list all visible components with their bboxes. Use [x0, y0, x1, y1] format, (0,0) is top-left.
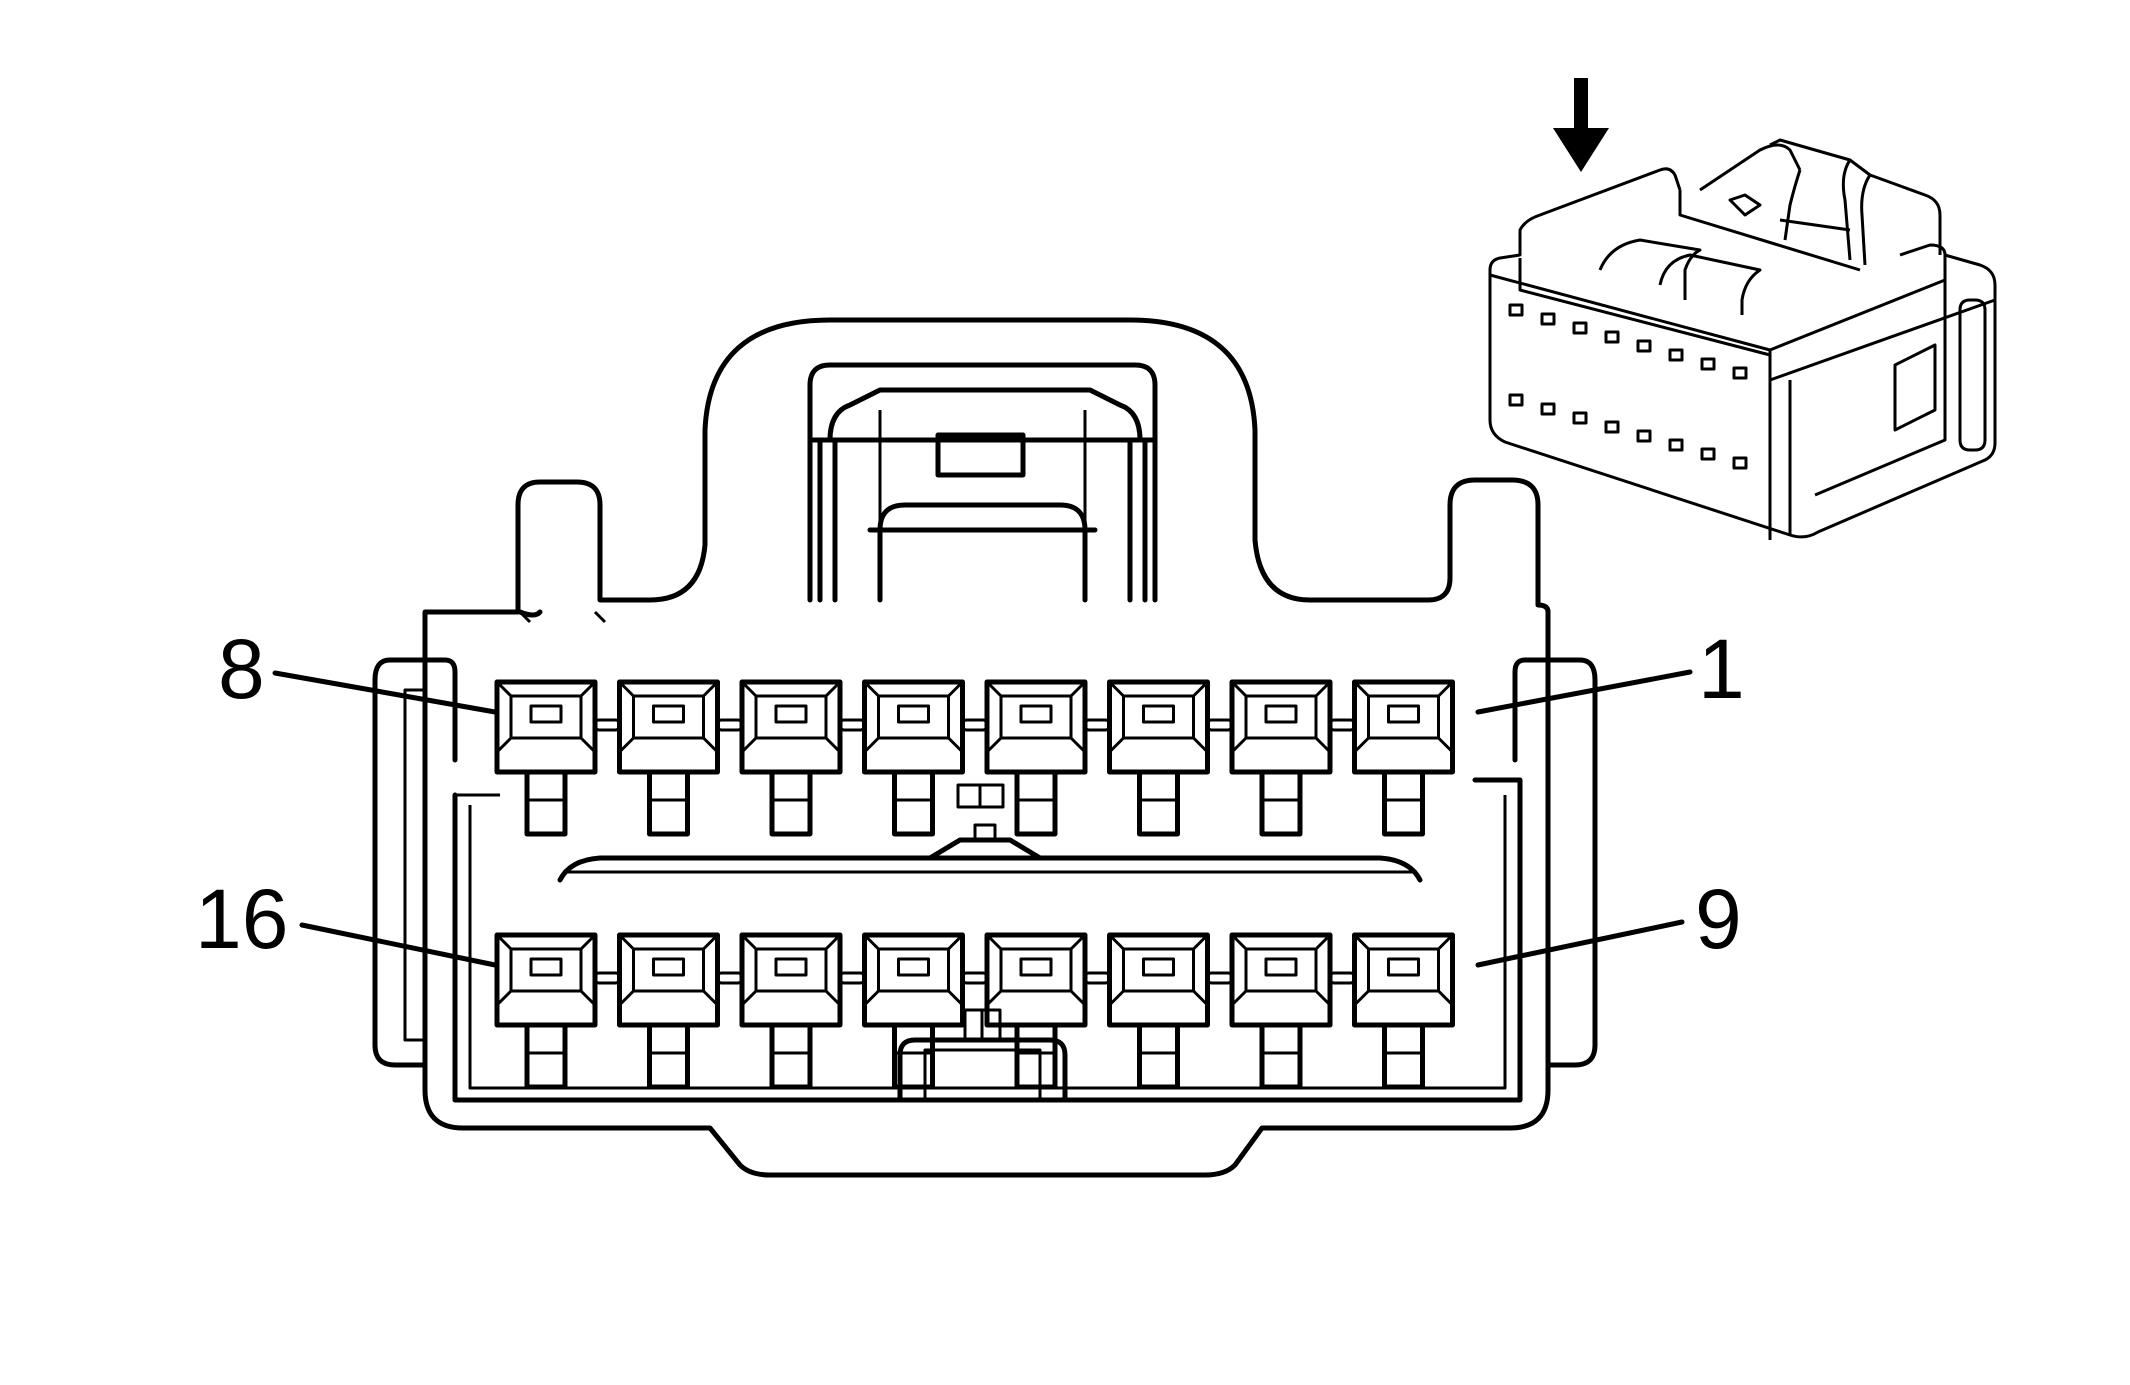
inset-cavity: [1572, 321, 1588, 335]
inner-frame: [452, 777, 1523, 1103]
cavity-pin-15: [617, 932, 744, 1090]
connector-isometric-inset: [1488, 78, 1997, 540]
cavity-pin-7: [617, 679, 744, 837]
inset-cavity: [1540, 402, 1556, 416]
row-divider: [557, 855, 1423, 883]
left-latch-ear: [372, 657, 428, 1068]
inset-cavity: [1540, 312, 1556, 326]
pin-label-1: 1: [1698, 622, 1745, 716]
inset-cavity: [1636, 339, 1652, 353]
cavity-pin-6: [739, 679, 866, 837]
cavity-pin-10: [1229, 932, 1356, 1090]
leader-line-pin-1: [1475, 669, 1693, 715]
inset-cavity: [1700, 357, 1716, 371]
inset-cavity: [1636, 429, 1652, 443]
inset-cavity: [1668, 438, 1684, 452]
cavity-pin-12: [984, 932, 1111, 1090]
pin-label-16: 16: [195, 872, 288, 966]
cavity-pin-2: [1229, 679, 1356, 837]
cavity-pin-14: [739, 932, 866, 1090]
cavity-pin-13: [862, 932, 989, 1090]
leader-line-pin-9: [1475, 919, 1685, 968]
cavity-pin-3: [1107, 679, 1234, 837]
inset-cavity: [1732, 456, 1748, 470]
inset-cavity: [1700, 447, 1716, 461]
cavity-pin-5: [862, 679, 989, 837]
cavity-pin-4: [984, 679, 1111, 837]
down-arrow-icon: [1553, 78, 1609, 172]
inset-cavity: [1508, 303, 1524, 317]
inset-cavity: [1668, 348, 1684, 362]
cavity-pin-9: [1352, 932, 1455, 1090]
cavity-pin-16: [494, 932, 621, 1090]
leader-line-pin-8: [272, 670, 498, 715]
inset-cavity: [1572, 411, 1588, 425]
cavity-pin-8: [494, 679, 621, 837]
inset-cavity: [1508, 393, 1524, 407]
leader-line-pin-16: [299, 922, 498, 968]
cavity-pin-11: [1107, 932, 1234, 1090]
inset-cavity: [1604, 330, 1620, 344]
right-latch-ear: [1545, 657, 1598, 1068]
inset-cavity: [1604, 420, 1620, 434]
cavity-pin-1: [1352, 679, 1455, 837]
inset-cavity: [1732, 366, 1748, 380]
connector-housing-outline: [422, 317, 1551, 1178]
center-latch: [807, 362, 1158, 603]
pin-label-8: 8: [218, 622, 265, 716]
pin-label-9: 9: [1695, 872, 1742, 966]
cavity-grid: [494, 679, 1455, 1090]
